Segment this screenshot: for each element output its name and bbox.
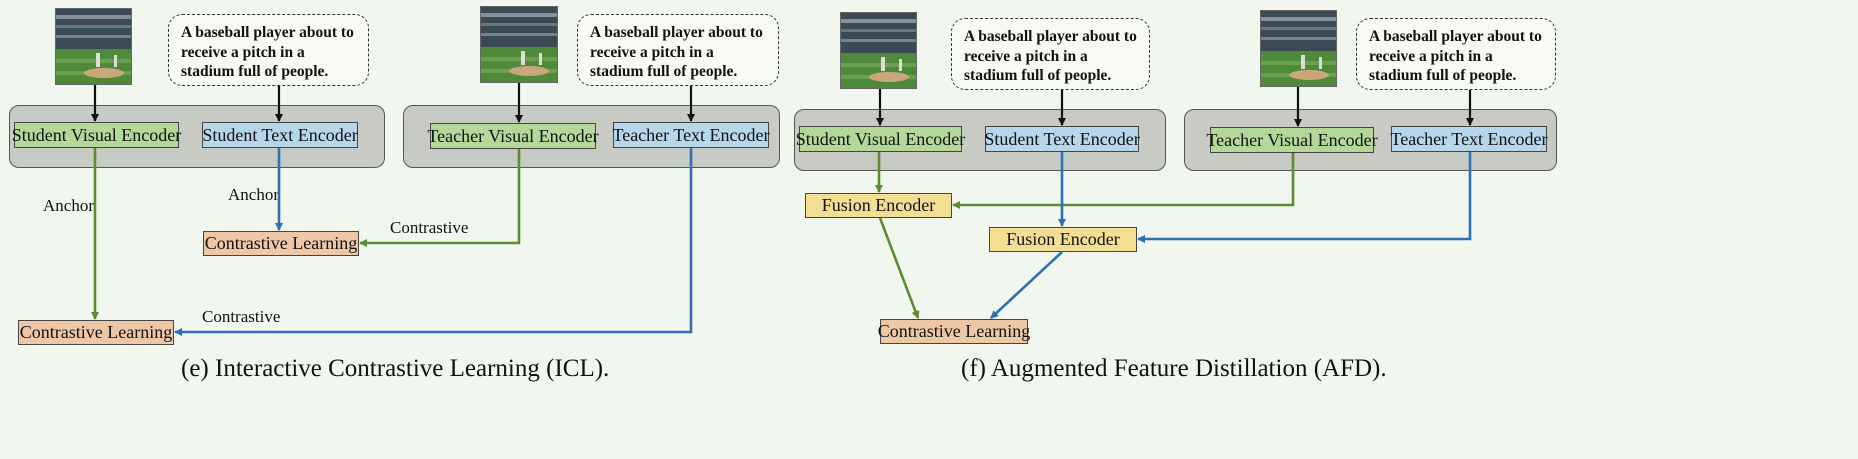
afd-student-caption: A baseball player about to receive a pit…: [951, 18, 1150, 90]
icl-teacher-photo: [480, 6, 558, 83]
afd-fusion-encoder-right: Fusion Encoder: [989, 227, 1137, 252]
afd-teacher-visual-encoder: Teacher Visual Encoder: [1206, 127, 1378, 153]
afd-subcaption: (f) Augmented Feature Distillation (AFD)…: [961, 355, 1387, 382]
icl-anchor-label-right: Anchor: [228, 185, 279, 204]
icl-teacher-text-encoder: Teacher Text Encoder: [612, 122, 770, 148]
icl-contrastive-label-top: Contrastive: [390, 218, 469, 237]
icl-contrastive-label-bottom: Contrastive: [202, 307, 281, 326]
icl-anchor-label-left: Anchor: [43, 196, 94, 215]
icl-contrastive-learning-top: Contrastive Learning: [203, 231, 359, 256]
icl-contrastive-learning-bottom: Contrastive Learning: [18, 320, 174, 345]
afd-arrow-fusion-right-to-contrastive: [990, 251, 1063, 319]
icl-subcaption: (e) Interactive Contrastive Learning (IC…: [181, 355, 610, 382]
afd-student-photo: [840, 12, 917, 89]
icl-student-caption: A baseball player about to receive a pit…: [168, 14, 369, 86]
afd-arrow-teacher-visual-to-fusion-left: [952, 153, 1295, 209]
afd-arrow-teacher-text-to-fusion-right: [1137, 152, 1472, 243]
afd-student-visual-encoder: Student Visual Encoder: [796, 126, 965, 152]
afd-teacher-photo: [1260, 10, 1337, 87]
afd-teacher-text-encoder: Teacher Text Encoder: [1390, 126, 1548, 152]
icl-student-visual-encoder: Student Visual Encoder: [12, 122, 181, 148]
icl-arrow-teacher-visual-contrastive: [359, 149, 521, 247]
afd-arrow-fusion-left-to-contrastive: [878, 217, 920, 319]
icl-student-text-encoder: Student Text Encoder: [202, 122, 358, 148]
afd-student-text-encoder: Student Text Encoder: [984, 126, 1140, 152]
afd-fusion-encoder-left: Fusion Encoder: [805, 193, 952, 218]
afd-teacher-caption: A baseball player about to receive a pit…: [1356, 18, 1556, 90]
icl-teacher-caption: A baseball player about to receive a pit…: [577, 14, 779, 86]
afd-contrastive-learning: Contrastive Learning: [878, 319, 1030, 344]
icl-teacher-visual-encoder: Teacher Visual Encoder: [427, 123, 599, 149]
icl-arrow-teacher-text-contrastive: [174, 148, 693, 336]
icl-student-photo: [55, 8, 132, 85]
